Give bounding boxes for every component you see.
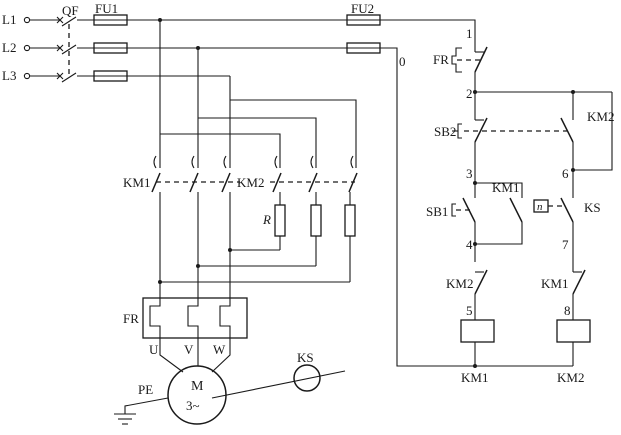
line-label-l3: L3 [2,68,16,83]
sb1-label: SB1 [426,204,448,219]
fuse-fu1-label: FU1 [95,1,118,16]
motor-type: 3~ [186,398,200,413]
node-6: 6 [562,166,569,181]
coil-km1: KM1 [460,319,495,385]
km1-interlock-label: KM1 [541,276,568,291]
node-5: 5 [466,303,473,318]
coil-km2-label: KM2 [557,370,584,385]
breaker-qf: QF [56,3,94,83]
terminal-l2 [23,44,31,52]
km2-main-contacts: KM2 [237,155,358,193]
coil-km1-label: KM1 [461,370,488,385]
km1-holding-label: KM1 [492,180,519,195]
thermal-relay-fr: FR [123,297,248,339]
phase-v-label: V [184,342,194,357]
ground-label: PE [138,382,153,397]
km2-interlock-contact: KM2 [446,269,488,320]
sb1-start-button: SB1 [426,197,476,262]
sb2-stop-button: SB2 [434,92,567,170]
coil-km2: KM2 [556,319,591,385]
terminal-l3 [23,72,31,80]
line-label-l1: L1 [2,12,16,27]
phase-w-label: W [213,342,226,357]
fuses-fu1: FU1 [93,1,128,82]
terminal-l1 [23,16,31,24]
node-0: 0 [399,54,406,69]
node-8: 8 [564,303,571,318]
ks-symbol: n [537,201,543,213]
km1-interlock-contact: KM1 [541,269,586,320]
fuses-fu2: FU2 [346,1,381,54]
phase-u-label: U [149,342,159,357]
km1-main-contacts: KM1 [123,155,240,193]
speed-relay-power-label: KS [297,350,314,365]
ks-control-label: KS [584,200,601,215]
sb2-label: SB2 [434,124,456,139]
node-4: 4 [466,237,473,252]
line-label-l2: L2 [2,40,16,55]
fr-nc-contact: FR [433,40,488,92]
breaker-label: QF [62,3,79,18]
motor-m: M 3~ [167,364,346,425]
km1-power-label: KM1 [123,175,150,190]
motor-name: M [191,379,204,394]
ks-speed-contact: KS n [533,175,601,272]
km2-holding-contact: KM2 [587,109,614,124]
braking-resistors: R [262,192,356,282]
node-1: 1 [466,26,473,41]
node-2: 2 [466,86,473,101]
ground-pe: PE [114,382,169,425]
supply-lines: L1 L2 L3 [2,12,60,83]
km2-power-label: KM2 [237,175,264,190]
km2-interlock-label: KM2 [446,276,473,291]
fr-power-label: FR [123,311,139,326]
km2-holding-label: KM2 [587,109,614,124]
motor-leads: U V W [149,338,231,373]
km1-holding-contact: KM1 [473,180,523,246]
node-7: 7 [562,237,569,252]
resistor-label: R [262,212,271,227]
node-3: 3 [466,166,473,181]
fuse-fu2-label: FU2 [351,1,374,16]
fr-control-label: FR [433,52,449,67]
